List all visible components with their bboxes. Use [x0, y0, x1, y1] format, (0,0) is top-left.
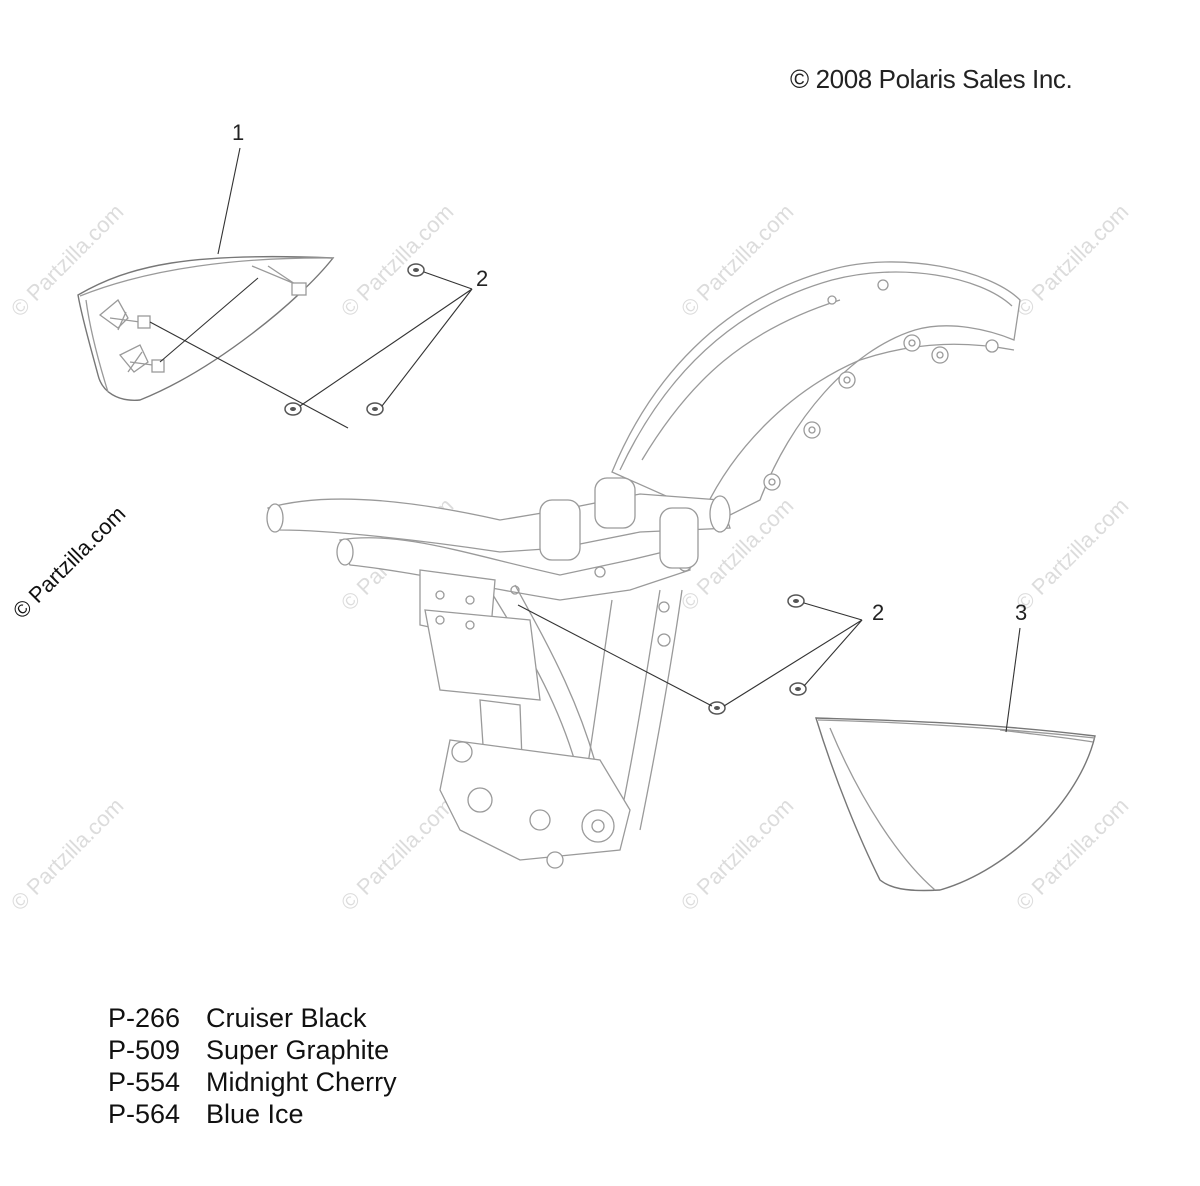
paint-color-name: Super Graphite	[206, 1035, 390, 1065]
paint-code: P-564	[108, 1099, 181, 1129]
side-cover-right	[815, 717, 1096, 892]
callout-2-bottom: 2	[872, 600, 884, 625]
copyright-notice: © 2008 Polaris Sales Inc.	[790, 64, 1073, 94]
watermark-text: © Partzilla.com	[1011, 199, 1134, 322]
grommet-hole	[714, 706, 720, 710]
callout-1: 1	[232, 120, 244, 145]
watermark-text: © Partzilla.com	[336, 793, 459, 916]
paint-code-row: P-564 Blue Ice	[108, 1098, 397, 1130]
watermark-text: © Partzilla.com	[336, 199, 459, 322]
paint-color-name: Midnight Cherry	[206, 1067, 397, 1097]
paint-code: P-266	[108, 1003, 181, 1033]
paint-code-legend: P-266 Cruiser Black P-509 Super Graphite…	[108, 1002, 397, 1130]
paint-color-name: Blue Ice	[206, 1099, 304, 1129]
grommet-hole	[290, 407, 296, 411]
paint-code-row: P-554 Midnight Cherry	[108, 1066, 397, 1098]
motorcycle-frame	[266, 261, 1021, 869]
grommet-hole	[372, 407, 378, 411]
watermark-text: © Partzilla.com	[676, 793, 799, 916]
callout-3: 3	[1015, 600, 1027, 625]
paint-code-row: P-266 Cruiser Black	[108, 1002, 397, 1034]
leader-lines	[149, 147, 1021, 733]
paint-code: P-554	[108, 1067, 181, 1097]
callouts: 1 2 2 3	[232, 120, 1027, 625]
paint-code-row: P-509 Super Graphite	[108, 1034, 397, 1066]
callout-2-top: 2	[476, 266, 488, 291]
side-cover-left	[77, 255, 335, 401]
watermark-text-dark: © Partzilla.com	[8, 501, 131, 624]
grommet-hole	[793, 599, 799, 603]
paint-color-name: Cruiser Black	[206, 1003, 367, 1033]
grommet-hole	[413, 268, 419, 272]
watermark-text: © Partzilla.com	[1011, 493, 1134, 616]
grommets	[284, 263, 807, 715]
watermark-text: © Partzilla.com	[6, 793, 129, 916]
grommet-hole	[795, 687, 801, 691]
paint-code: P-509	[108, 1035, 181, 1065]
